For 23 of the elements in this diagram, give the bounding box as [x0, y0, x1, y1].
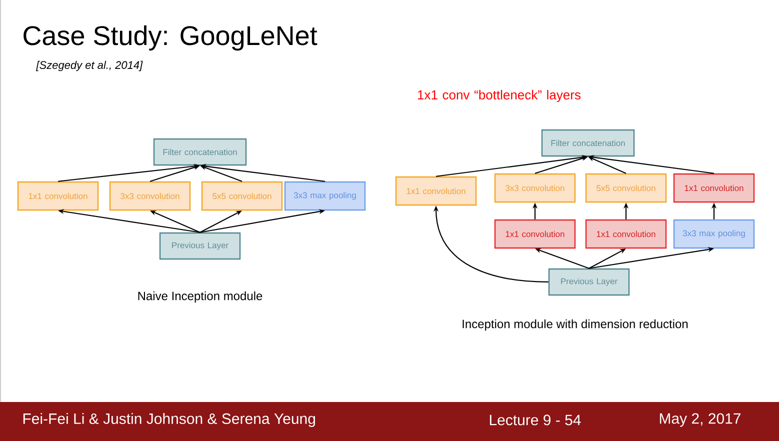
convolution-box: 5x5 convolution: [201, 181, 283, 211]
filter-concat-box: Filter concatenation: [541, 129, 635, 157]
bottleneck-box: 1x1 convolution: [494, 219, 576, 249]
annotation: 1x1 conv “bottleneck” layers: [418, 90, 580, 102]
convolution-box: 1x1 convolution: [395, 176, 477, 206]
convolution-box: 3x3 convolution: [109, 181, 191, 211]
bottleneck-box: 1x1 convolution: [585, 219, 667, 249]
pooling-box: 3x3 max pooling: [284, 181, 366, 211]
bottleneck-box: 1x1 convolution: [673, 173, 755, 203]
caption: Inception module with dimension reduction: [462, 319, 688, 331]
title: Case Study: GoogLeNet: [24, 25, 318, 51]
citation: [Szegedy et al., 2014]: [36, 60, 143, 72]
filter-concat-box: Filter concatenation: [153, 138, 247, 166]
previous-layer-box: Previous Layer: [548, 268, 630, 296]
caption: Naive Inception module: [138, 291, 262, 303]
pooling-box: 3x3 max pooling: [673, 219, 755, 249]
convolution-box: 3x3 convolution: [494, 173, 576, 203]
footer-text: Lecture 9 - 54: [490, 414, 581, 426]
footer-text: May 2, 2017: [660, 413, 740, 427]
previous-layer-box: Previous Layer: [159, 232, 241, 260]
footer-text: Fei-Fei Li & Justin Johnson & Serena Yeung: [23, 413, 315, 427]
convolution-box: 5x5 convolution: [585, 173, 667, 203]
convolution-box: 1x1 convolution: [17, 181, 99, 211]
